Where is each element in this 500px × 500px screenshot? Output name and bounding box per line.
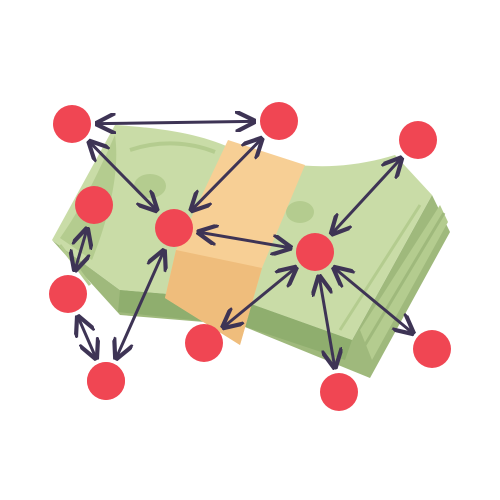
edge-n4-n7 (76, 231, 87, 268)
edge-n1-n5 (91, 143, 155, 208)
node-n3 (399, 121, 437, 159)
nodes-layer (49, 102, 451, 411)
node-n12 (413, 330, 451, 368)
node-n8 (185, 324, 223, 362)
bill-emblem-right (286, 201, 314, 223)
node-n9 (320, 373, 358, 411)
edge-n7-n10 (79, 319, 95, 357)
edges-layer (76, 121, 412, 365)
node-n4 (75, 186, 113, 224)
edge-n3-n6 (333, 160, 399, 232)
edge-n5-n2 (193, 140, 260, 208)
bill-emblem-left (134, 174, 166, 198)
node-n1 (53, 105, 91, 143)
edge-n5-n6 (201, 233, 289, 248)
edge-n6-n9 (320, 279, 335, 366)
node-n11 (87, 362, 125, 400)
node-n5 (155, 209, 193, 247)
bill-lower-shadow (118, 290, 352, 360)
node-n7 (49, 275, 87, 313)
edge-n6-n12 (336, 269, 411, 332)
edge-n6-n8 (225, 269, 294, 326)
node-n6 (296, 233, 334, 271)
edge-n5-n11 (117, 253, 163, 357)
edge-n1-n2 (99, 121, 252, 123)
node-n2 (260, 102, 298, 140)
